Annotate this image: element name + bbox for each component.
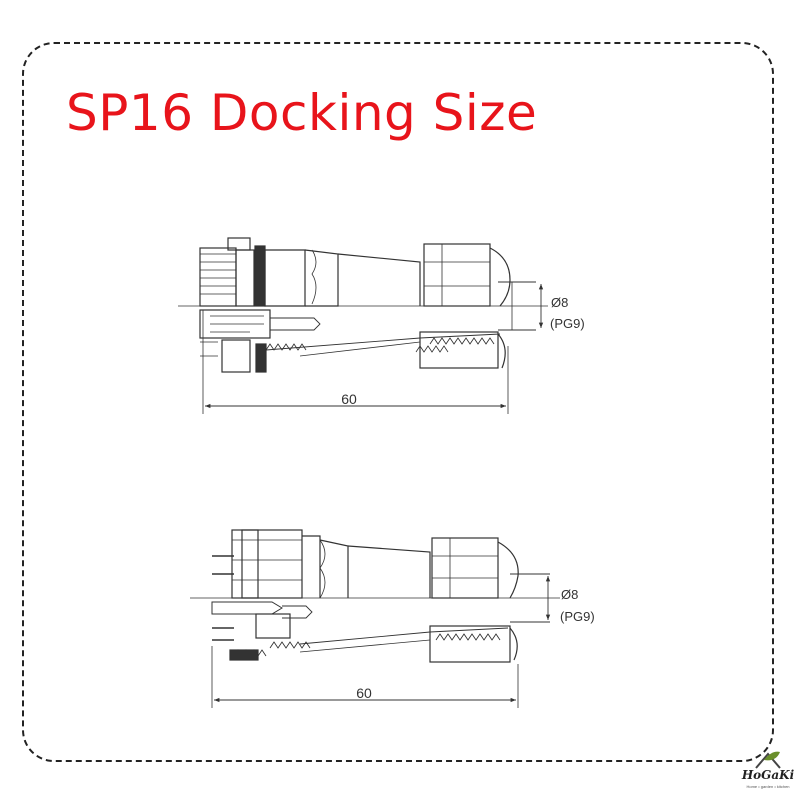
house-leaf-icon bbox=[755, 751, 781, 769]
diameter-label-top: Ø8 bbox=[551, 295, 568, 310]
brand-tagline: Home • garden • kitchen bbox=[746, 784, 790, 789]
length-dimension-label-top: 60 bbox=[341, 391, 357, 407]
gland-label-top: (PG9) bbox=[550, 316, 585, 331]
gland-label-bottom: (PG9) bbox=[560, 609, 595, 624]
length-dimension-label-bottom: 60 bbox=[356, 685, 372, 701]
page-title: SP16 Docking Size bbox=[66, 84, 538, 142]
brand-logo: HoGaKi Home • garden • kitchen bbox=[738, 748, 798, 796]
connector-drawing-bottom bbox=[190, 529, 560, 708]
diameter-label-bottom: Ø8 bbox=[561, 587, 578, 602]
brand-name: HoGaKi bbox=[741, 768, 795, 782]
dashed-border-frame bbox=[22, 42, 774, 762]
connector-drawing-top bbox=[178, 237, 548, 414]
